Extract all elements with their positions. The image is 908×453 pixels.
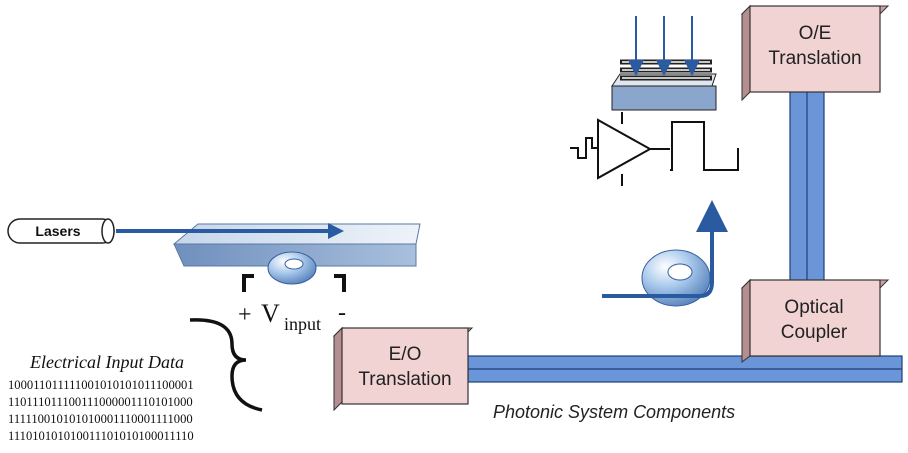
binary-line-4: 111010101010011101010100011110 [8, 429, 194, 443]
eo-label-line1: E/O [389, 344, 422, 365]
coupler-label-line2: Coupler [781, 322, 848, 343]
voltage-subscript: input [284, 314, 321, 334]
binary-line-1: 100011011111001010101011100001 [8, 378, 194, 392]
ring-resonator-icon [602, 200, 728, 307]
eo-label-line2: Translation [358, 369, 451, 390]
photodetector-icon [611, 16, 717, 111]
coupler-label-line1: Optical [784, 297, 843, 318]
oe-translation-box: O/E Translation [740, 4, 890, 102]
electrode-brackets [242, 274, 346, 292]
lasers-label: Lasers [35, 223, 80, 239]
amplifier-icon [570, 112, 739, 186]
binary-line-3: 111110010101010001110001111000 [8, 412, 193, 426]
caption: Photonic System Components [493, 402, 735, 422]
waveguide-vertical [789, 85, 825, 283]
voltage-plus: + [238, 302, 252, 328]
modulator-slab [116, 223, 421, 267]
laser-source: Lasers [7, 218, 115, 244]
oe-label-line2: Translation [768, 48, 861, 69]
eo-translation-box: E/O Translation [332, 326, 474, 412]
voltage-v: V [261, 299, 280, 328]
optical-coupler-box: Optical Coupler [740, 278, 890, 363]
curly-brace [189, 318, 263, 412]
binary-line-2: 110111011100111000001110101000 [8, 395, 193, 409]
input-data-title: Electrical Input Data [29, 352, 184, 372]
oe-label-line1: O/E [799, 23, 832, 44]
modulator-ring-icon [267, 251, 317, 285]
waveguide-horizontal [467, 355, 903, 383]
voltage-minus: - [338, 300, 346, 326]
